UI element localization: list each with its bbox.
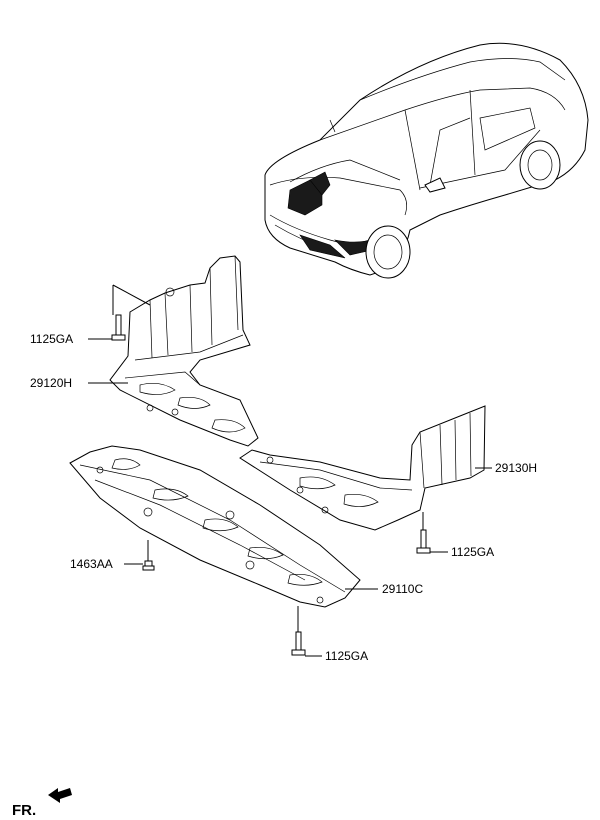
- car-illustration: [264, 42, 589, 279]
- clip-icon: [142, 560, 155, 571]
- label-cover-center: 29110C: [382, 582, 423, 596]
- label-cover-right: 29130H: [495, 461, 537, 475]
- label-bolt-right: 1125GA: [451, 545, 494, 559]
- under-cover-right: [239, 405, 486, 531]
- label-cover-left: 29120H: [30, 376, 72, 390]
- bolt-icon: [416, 529, 431, 554]
- under-cover-left: [109, 255, 259, 447]
- label-bolt-upper-left: 1125GA: [30, 332, 73, 346]
- label-bolt-bottom: 1125GA: [325, 649, 368, 663]
- direction-label: FR.: [12, 802, 36, 819]
- front-arrow-icon: [48, 788, 72, 803]
- label-fastener: 1463AA: [70, 557, 113, 571]
- bolt-icon: [291, 631, 306, 656]
- bolt-icon: [111, 314, 126, 341]
- leader-lines: [88, 284, 492, 657]
- under-cover-center: [69, 445, 361, 608]
